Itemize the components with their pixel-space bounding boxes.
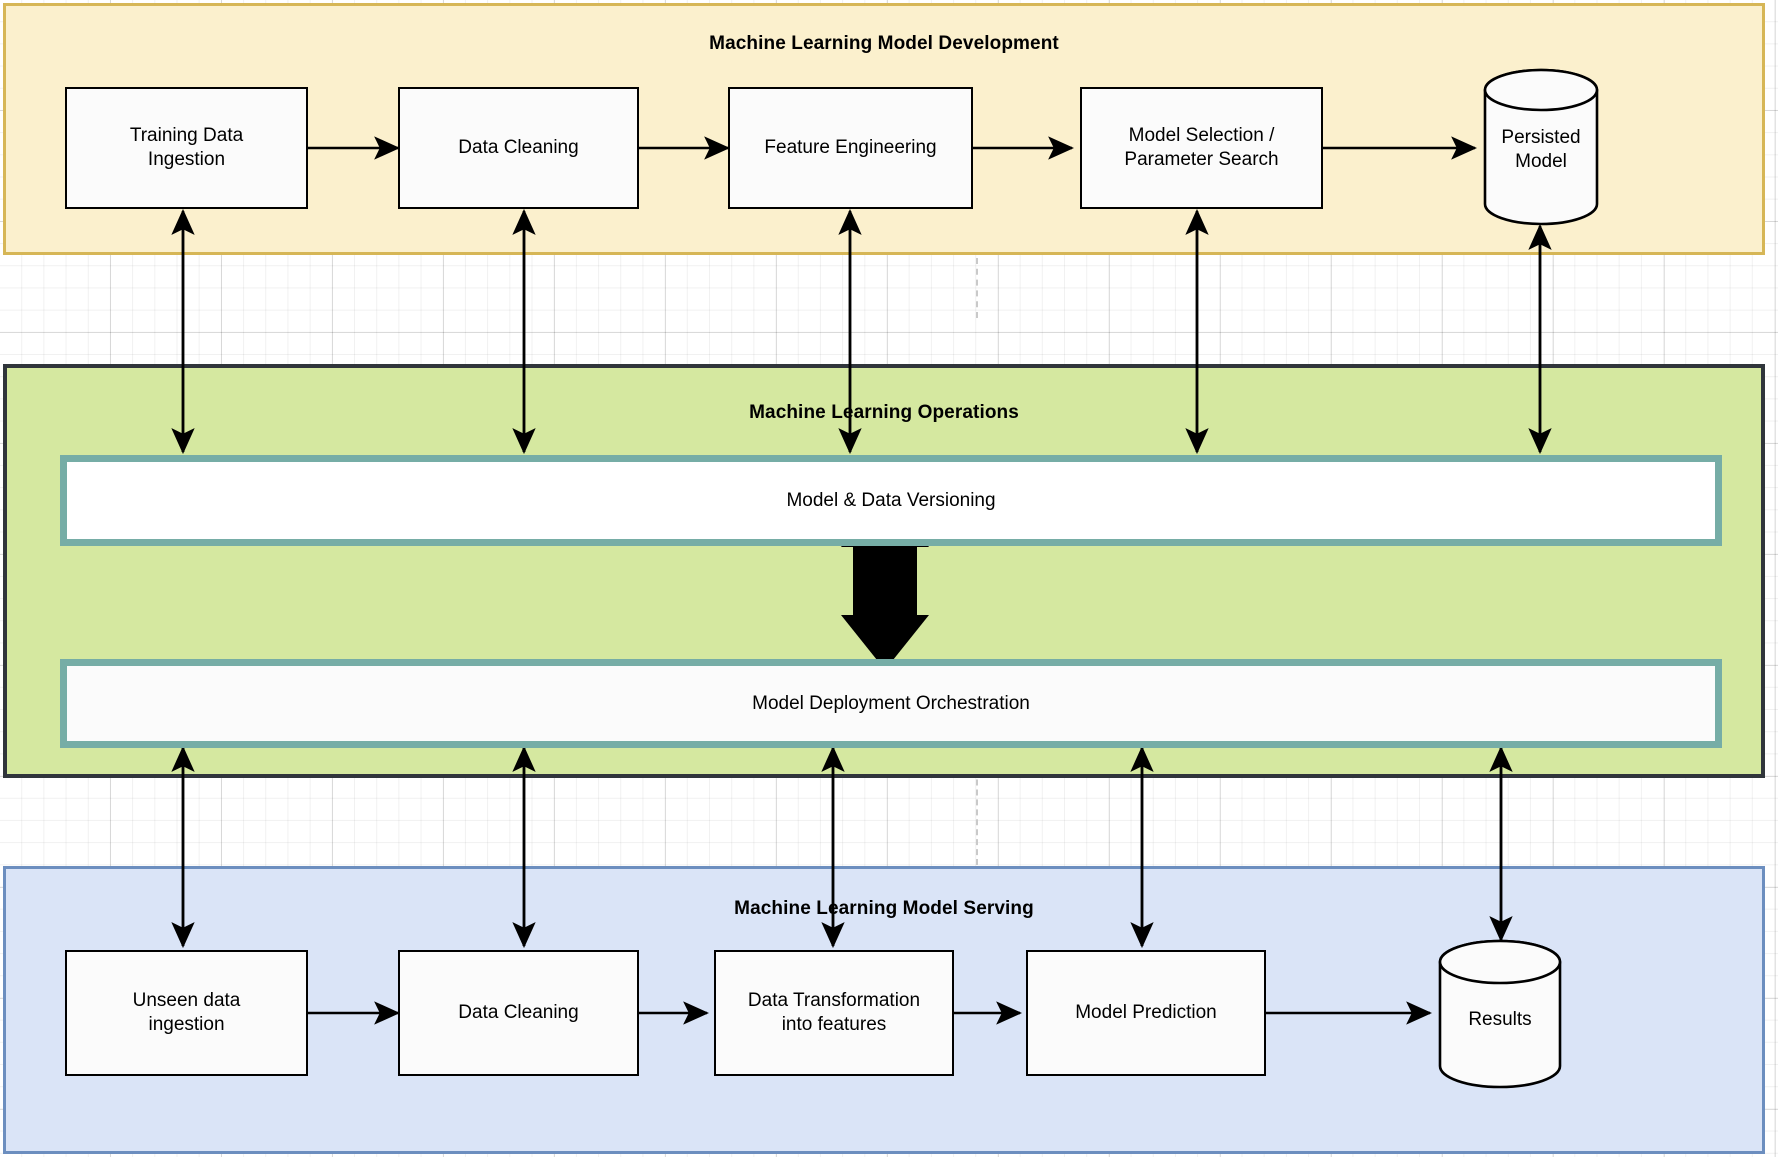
node-label-line1: Persisted — [1501, 127, 1581, 148]
node-label-line2: Ingestion — [147, 149, 226, 170]
band-operations-title: Machine Learning Operations — [749, 402, 1019, 423]
node-data-cleaning-serving[interactable]: Data Cleaning — [398, 950, 639, 1076]
node-label: Feature Engineering — [764, 136, 937, 158]
node-label-line1: Unseen data — [132, 989, 241, 1011]
node-label-line2: Model — [1515, 150, 1567, 172]
node-label: Model Deployment Orchestration — [752, 692, 1030, 714]
node-feature-engineering[interactable]: Feature Engineering — [728, 87, 973, 209]
node-label: Data Cleaning — [458, 1001, 579, 1023]
node-unseen-data-ingestion[interactable]: Unseen data ingestion — [65, 950, 308, 1076]
node-data-transformation-into-features[interactable]: Data Transformation into features — [714, 950, 954, 1076]
node-persisted-model[interactable]: Persisted Model — [1483, 68, 1599, 226]
page-guide-vertical — [976, 258, 978, 318]
node-training-data-ingestion[interactable]: Training Data Ingestion — [65, 87, 308, 209]
node-model-selection-parameter-search[interactable]: Model Selection / Parameter Search — [1080, 87, 1323, 209]
node-label-line1: Data Transformation — [747, 989, 921, 1011]
node-label: Model Prediction — [1075, 1001, 1217, 1023]
node-label-line2: into features — [781, 1014, 887, 1035]
node-model-prediction[interactable]: Model Prediction — [1026, 950, 1266, 1076]
node-label-line1: Training Data — [129, 124, 244, 146]
node-label: Model & Data Versioning — [786, 489, 996, 511]
band-development-title: Machine Learning Model Development — [709, 33, 1059, 54]
node-label-line2: ingestion — [148, 1014, 225, 1035]
node-label-line2: Parameter Search — [1124, 149, 1279, 170]
node-label: Data Cleaning — [458, 136, 579, 158]
node-label: Results — [1468, 1009, 1532, 1030]
node-data-cleaning-training[interactable]: Data Cleaning — [398, 87, 639, 209]
node-results[interactable]: Results — [1438, 939, 1562, 1089]
band-serving-title: Machine Learning Model Serving — [734, 898, 1034, 919]
node-model-deployment-orchestration[interactable]: Model Deployment Orchestration — [60, 659, 1722, 748]
node-label-line1: Model Selection / — [1128, 124, 1275, 146]
node-label: Persisted Model — [1483, 126, 1599, 174]
page-guide-vertical-2 — [976, 700, 978, 865]
node-model-data-versioning[interactable]: Model & Data Versioning — [60, 455, 1722, 546]
